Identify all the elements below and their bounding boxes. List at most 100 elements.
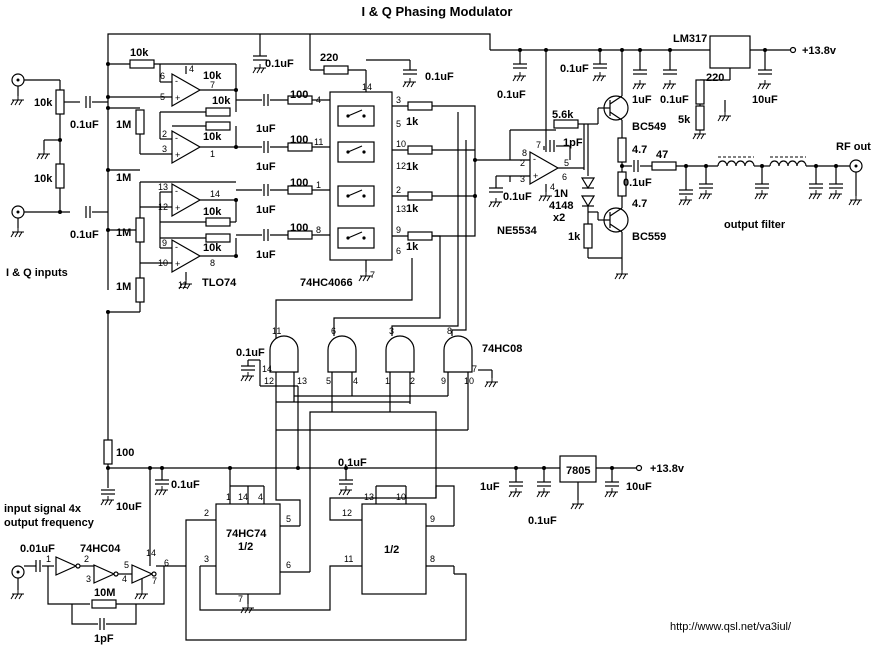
inputs-label: I & Q inputs: [6, 267, 68, 279]
opamp-feedback-label: 10k: [130, 47, 149, 59]
ff1-pin-14: 14: [238, 492, 248, 502]
and-pin-13: 13: [297, 376, 307, 386]
7805-cap1-label: 1uF: [480, 481, 500, 493]
ff1-sub-label: 1/2: [238, 541, 253, 553]
junction-dots: [58, 48, 838, 470]
diodes-line2: 4148: [549, 200, 573, 212]
ff2-name-label: 1/2: [384, 544, 399, 556]
opamp-bias3-label: 1M: [116, 227, 131, 239]
bottom-supply-rail: [100, 312, 643, 510]
ff1-pin-1: 1: [226, 492, 231, 502]
lm317-cap3-label: 10uF: [752, 94, 778, 106]
sw-pin-6: 6: [396, 246, 401, 256]
sw-pin-2: 2: [396, 185, 401, 195]
sw-pin-3: 3: [396, 95, 401, 105]
bias-cap-label: 10uF: [116, 501, 142, 513]
osc-pin-6: 6: [164, 558, 169, 568]
opamp-pin-11: 11: [178, 280, 187, 290]
opamp-r4-label: 10k: [203, 206, 222, 218]
7805-cap2-label: 0.1uF: [528, 515, 557, 527]
coupling-cap3-label: 1uF: [256, 204, 276, 216]
amp-pin-6: 6: [562, 172, 567, 182]
npn-label: BC549: [632, 121, 666, 133]
opamp-bias4-label: 1M: [116, 281, 131, 293]
bc559-transistor: [583, 166, 629, 280]
switch-part-label: 74HC4066: [300, 277, 353, 289]
amp-pin-5: 5: [564, 158, 569, 168]
ff1-name-label: 74HC74: [226, 528, 267, 540]
opamp-part-label: TLO74: [202, 277, 237, 289]
and-pin-1: 1: [385, 376, 390, 386]
osc-label-line2: output frequency: [4, 517, 95, 529]
opamp-r2-label: 10k: [212, 95, 231, 107]
coupling-cap2-label: 1uF: [256, 161, 276, 173]
osc-feedback-resistor-label: 10M: [94, 587, 115, 599]
ff1-pin-3: 3: [204, 554, 209, 564]
switch-cap2-label: 0.1uF: [425, 71, 454, 83]
osc-input-cap-label: 0.01uF: [20, 543, 55, 555]
ff2-pin-9: 9: [430, 514, 435, 524]
and-pin-9: 9: [441, 376, 446, 386]
ff2-pin-10: 10: [396, 492, 406, 502]
opamp-bias1-label: 1M: [116, 119, 131, 131]
pnp-label: BC559: [632, 231, 666, 243]
opamp-wiring: [108, 59, 237, 290]
input-level-pot: [55, 80, 108, 120]
lm317-label: LM317: [673, 33, 707, 45]
osc-pin-2: 2: [84, 554, 89, 564]
74hc74-flipflop-1: [185, 411, 467, 641]
sw-pin-4: 4: [316, 95, 321, 105]
ff1-pin-5: 5: [286, 514, 291, 524]
series-r2-label: 100: [290, 134, 308, 146]
input-divider: [36, 120, 108, 219]
amp-pin-8: 8: [522, 148, 527, 158]
opamp-pin-3: 3: [162, 144, 167, 154]
opamp-r3-label: 10k: [203, 131, 222, 143]
q-input-connector: [10, 205, 70, 238]
osc-pin-5: 5: [124, 560, 129, 570]
rf-out-label: RF out: [836, 141, 871, 153]
input-divider-label: 10k: [34, 173, 53, 185]
opamp-pin-2: 2: [162, 129, 167, 139]
diagram-title: I & Q Phasing Modulator: [362, 4, 513, 19]
sw-pin-8: 8: [316, 225, 321, 235]
osc-part-label: 74HC04: [80, 543, 121, 555]
tl074-opamp-4: [171, 239, 201, 273]
and-pin-6: 6: [331, 326, 336, 336]
lm317-cap1-label: 1uF: [632, 94, 652, 106]
opamp-pin-4: 4: [189, 64, 194, 74]
opamp-r5-label: 10k: [203, 242, 222, 254]
amp-pin-7: 7: [536, 140, 541, 150]
opamp-pin-12: 12: [158, 202, 168, 212]
ne5534-fb-cap-label: 1pF: [563, 137, 583, 149]
out-r2-label: 1k: [406, 161, 419, 173]
74hc08-and-gates: [240, 335, 499, 431]
lm317-cap2-label: 0.1uF: [660, 94, 689, 106]
coupling-cap4-label: 1uF: [256, 249, 276, 261]
opamp-pin-13: 13: [158, 182, 168, 192]
diodes-line1: 1N: [554, 188, 568, 200]
and-pin-11: 11: [272, 326, 281, 336]
sw-pin-13: 13: [396, 204, 406, 214]
output-filter: [678, 156, 850, 206]
and-pin-3: 3: [389, 326, 394, 336]
osc-pin-3: 3: [86, 574, 91, 584]
lm317-regulator: [632, 35, 773, 140]
sw-pin-9: 9: [396, 225, 401, 235]
lm317-r1-label: 220: [706, 72, 724, 84]
emitter-r2-label: 4.7: [632, 198, 647, 210]
and-pin-7: 7: [472, 364, 477, 374]
out-r4-label: 1k: [406, 241, 419, 253]
and-pin-8: 8: [447, 326, 452, 336]
sw-pin-5: 5: [396, 119, 401, 129]
coupling-cap1-label: 1uF: [256, 123, 276, 135]
74hc74-flipflop-2: [329, 411, 455, 595]
opamp-pin-14: 14: [210, 189, 220, 199]
ff1-pin-6: 6: [286, 560, 291, 570]
bias-series-label: 100: [116, 447, 134, 459]
ff2-pin-8: 8: [430, 554, 435, 564]
ne5534-bias-cap-label: 0.1uF: [503, 191, 532, 203]
rail-cap1-label: 0.1uF: [497, 89, 526, 101]
switch-cap1-label: 0.1uF: [265, 58, 294, 70]
sw-pin-11: 11: [314, 137, 323, 147]
